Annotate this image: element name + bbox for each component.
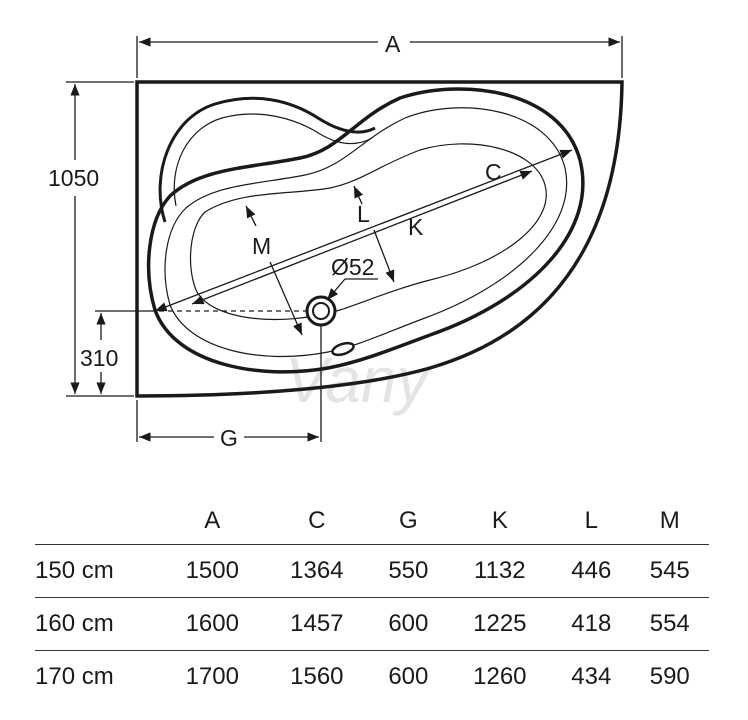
table-cell: 1364 [264,544,370,598]
table-cell: 545 [630,544,709,598]
label-height: 1050 [48,165,99,191]
drain-icon [305,295,337,327]
label-l: L [357,201,370,227]
table-cell: 590 [649,663,690,690]
basin-inner [164,107,568,358]
table-cell: 160 cm [35,597,160,651]
tub-outline [135,80,624,398]
dimension-g [136,326,322,442]
label-c: C [485,159,502,185]
table-header-row: A C G K L M [35,498,709,545]
header-cell: A [160,498,265,545]
svg-text:Vany: Vany [285,344,433,416]
label-m: M [252,233,271,259]
header-cell: L [552,498,631,545]
dimension-k [191,170,533,305]
bathtub-drawing: Vany A 1050 310 [48,31,624,451]
headrest-inner [173,113,373,207]
table-cell: 1600 [160,597,265,651]
header-cell [35,498,160,545]
label-a: A [385,31,401,57]
table-cell: 1457 [264,597,370,651]
table-row: 150 cm 1500 1364 550 1132 446 545 [35,544,709,598]
header-cell: K [447,498,553,545]
drain-leader [326,278,378,301]
table-cell: 600 [388,663,429,690]
table-cell: 446 [552,544,631,598]
table-cell: 170 cm [35,663,114,690]
dimension-offset [95,310,307,394]
table-cell: 600 [369,597,448,651]
table-cell: 418 [552,597,631,651]
table-cell: 1500 [160,544,265,598]
header-cell: G [369,498,448,545]
table-cell: 1132 [447,544,553,598]
dimension-height [66,81,134,397]
table-row: 170 cm 1700 1560 600 1260 434 590 [35,651,709,704]
overflow-icon [331,341,355,357]
label-g: G [220,425,238,451]
table-cell: 1560 [290,663,344,690]
table-cell: 550 [369,544,448,598]
watermark: Vany [285,344,433,416]
table-cell: 1225 [447,597,553,651]
table-cell: 1260 [473,663,527,690]
label-k: K [408,214,424,240]
table-cell: 1700 [185,663,239,690]
header-cell: M [630,498,709,545]
dimension-a [136,36,623,78]
table-row: 160 cm 1600 1457 600 1225 418 554 [35,597,709,651]
table-cell: 434 [571,663,612,690]
header-cell: C [264,498,370,545]
label-offset: 310 [80,345,118,371]
label-drain: Ø52 [331,254,374,280]
table-cell: 150 cm [35,544,160,598]
table-cell: 554 [630,597,709,651]
dimension-l [353,185,395,283]
dimensions-table: A C G K L M 150 cm 1500 1364 550 1132 44… [35,498,709,703]
dimension-m [245,205,303,336]
